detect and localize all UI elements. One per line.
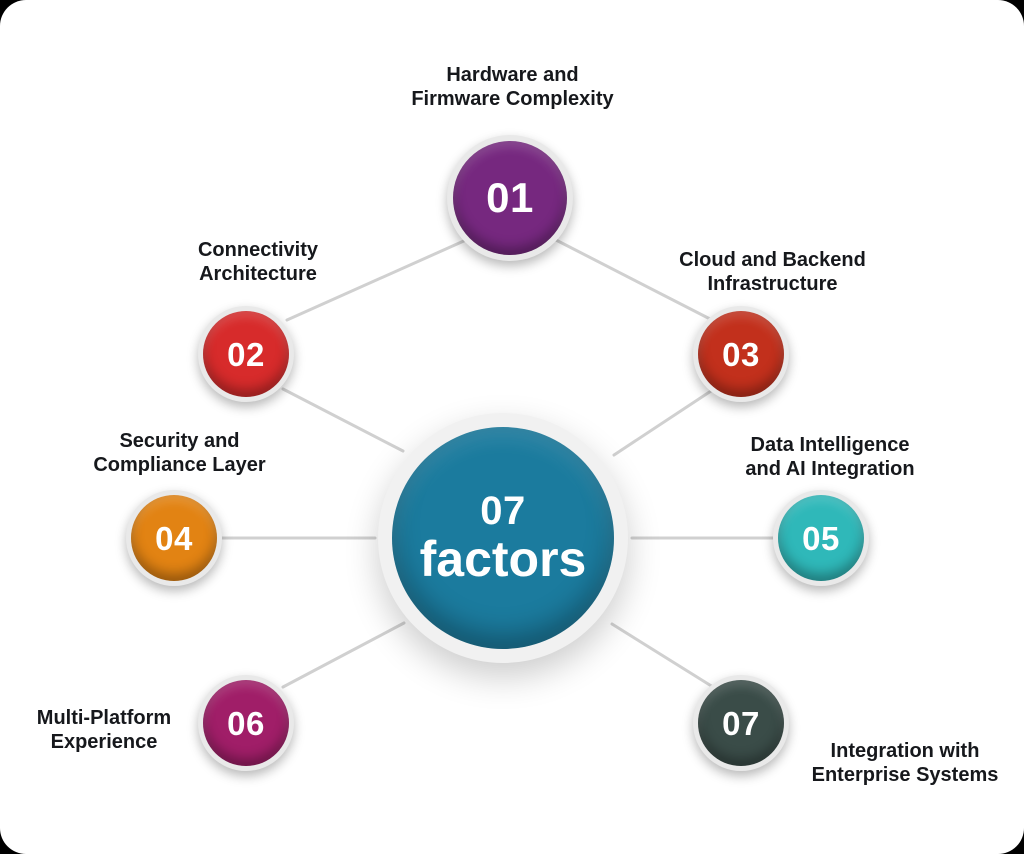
node-05-number: 05 [802, 519, 840, 557]
node-01[interactable]: 01 [447, 135, 573, 261]
node-06-number: 06 [227, 704, 265, 742]
center-hub-disc: 07 factors [392, 427, 614, 649]
node-05-label: Data Intelligence and AI Integration [745, 434, 915, 481]
link-01-03 [554, 238, 714, 322]
node-06[interactable]: 06 [198, 675, 294, 771]
node-07-disc: 07 [698, 680, 784, 766]
node-02-number: 02 [227, 335, 265, 373]
center-hub-word: factors [419, 530, 587, 587]
node-06-label: Multi-Platform Experience [36, 707, 172, 754]
node-04[interactable]: 04 [126, 490, 222, 586]
link-01-02 [285, 238, 468, 322]
node-02-disc: 02 [203, 311, 289, 397]
link-03-hub [612, 387, 716, 457]
link-02-hub [281, 387, 405, 453]
node-06-disc: 06 [203, 680, 289, 766]
node-05-disc: 05 [778, 495, 864, 581]
node-03-number: 03 [722, 335, 760, 373]
center-hub-number: 07 [480, 489, 526, 534]
node-07-label: Integration with Enterprise Systems [811, 740, 999, 787]
node-05[interactable]: 05 [773, 490, 869, 586]
node-07[interactable]: 07 [693, 675, 789, 771]
node-04-disc: 04 [131, 495, 217, 581]
node-02-label: Connectivity Architecture [197, 239, 319, 286]
node-04-label: Security and Compliance Layer [93, 430, 266, 477]
node-03[interactable]: 03 [693, 306, 789, 402]
center-hub[interactable]: 07 factors [378, 413, 628, 663]
node-01-disc: 01 [453, 141, 567, 255]
node-02[interactable]: 02 [198, 306, 294, 402]
node-03-label: Cloud and Backend Infrastructure [679, 249, 866, 296]
link-07-hub [610, 622, 715, 689]
node-07-number: 07 [722, 704, 760, 742]
node-01-label: Hardware and Firmware Complexity [411, 64, 614, 111]
node-01-number: 01 [486, 174, 534, 221]
node-03-disc: 03 [698, 311, 784, 397]
node-04-number: 04 [155, 519, 193, 557]
link-06-hub [281, 621, 406, 689]
